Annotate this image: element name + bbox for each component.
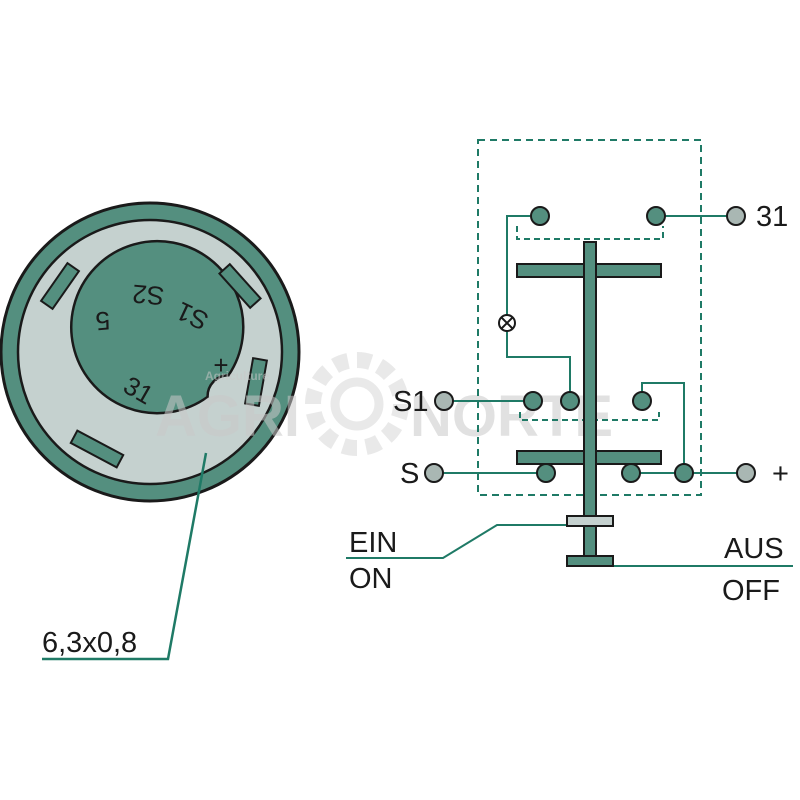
- terminal-node-s1: [434, 391, 454, 411]
- schematic-label-plus: +: [772, 458, 789, 490]
- label-ein: EIN: [349, 527, 397, 559]
- switch-plunger-stem: [583, 241, 597, 561]
- contact-node-middle-right: [632, 391, 652, 411]
- dimension-label: 6,3x0,8: [42, 627, 137, 659]
- terminal-node-s: [424, 463, 444, 483]
- gear-icon: [305, 352, 409, 456]
- contact-node-s1-left: [523, 391, 543, 411]
- wire-ein-leader: [346, 524, 576, 559]
- dimension-leader-line: [42, 452, 208, 661]
- plunger-collar-ein: [566, 515, 614, 527]
- middle-contact-bridge: [519, 412, 660, 421]
- agrinorte-watermark: AGRI NORTE Agriculture: [155, 352, 613, 456]
- schematic-label-s1: S1: [393, 386, 428, 418]
- blade-terminal-right: [243, 356, 269, 408]
- indicator-lamp-icon: [498, 314, 516, 332]
- contact-node-s: [536, 463, 556, 483]
- blade-terminal-bottom-left: [69, 429, 125, 469]
- wire-top-to-lamp: [506, 215, 530, 315]
- terminal-label-plus: +: [213, 350, 228, 380]
- terminal-node-31: [726, 206, 746, 226]
- schematic-label-31: 31: [756, 201, 788, 233]
- contact-bridges: [516, 226, 664, 421]
- plunger-base-aus: [566, 555, 614, 567]
- gear-hub-icon: [330, 377, 384, 431]
- label-off: OFF: [722, 575, 780, 607]
- switch-schematic: 31 S1 S + EIN ON AUS OFF: [346, 139, 793, 607]
- schematic-label-s: S: [400, 458, 419, 490]
- terminal-label-s2: S2: [131, 279, 165, 312]
- terminal-node-plus: [736, 463, 756, 483]
- contact-node-plus-inner: [674, 463, 694, 483]
- wire-lamp-to-s1-contact: [506, 331, 571, 401]
- contact-node-bottom-right: [621, 463, 641, 483]
- terminal-label-5: 5: [94, 305, 111, 336]
- blade-terminal-top-right: [217, 262, 263, 310]
- contact-node-top-left: [530, 206, 550, 226]
- watermark-text-small: Agriculture: [205, 369, 269, 383]
- upper-contact-bridge: [516, 226, 664, 240]
- label-on: ON: [349, 563, 393, 595]
- contact-node-s1-right: [560, 391, 580, 411]
- watermark-text-left: AGRI: [155, 384, 300, 449]
- connector-center-disc: [70, 239, 245, 415]
- blade-terminal-top-left: [39, 261, 81, 311]
- contact-node-top-right: [646, 206, 666, 226]
- label-aus: AUS: [724, 533, 784, 565]
- connector-face: 5 S2 S1 + 31 6,3x0,8: [0, 201, 301, 661]
